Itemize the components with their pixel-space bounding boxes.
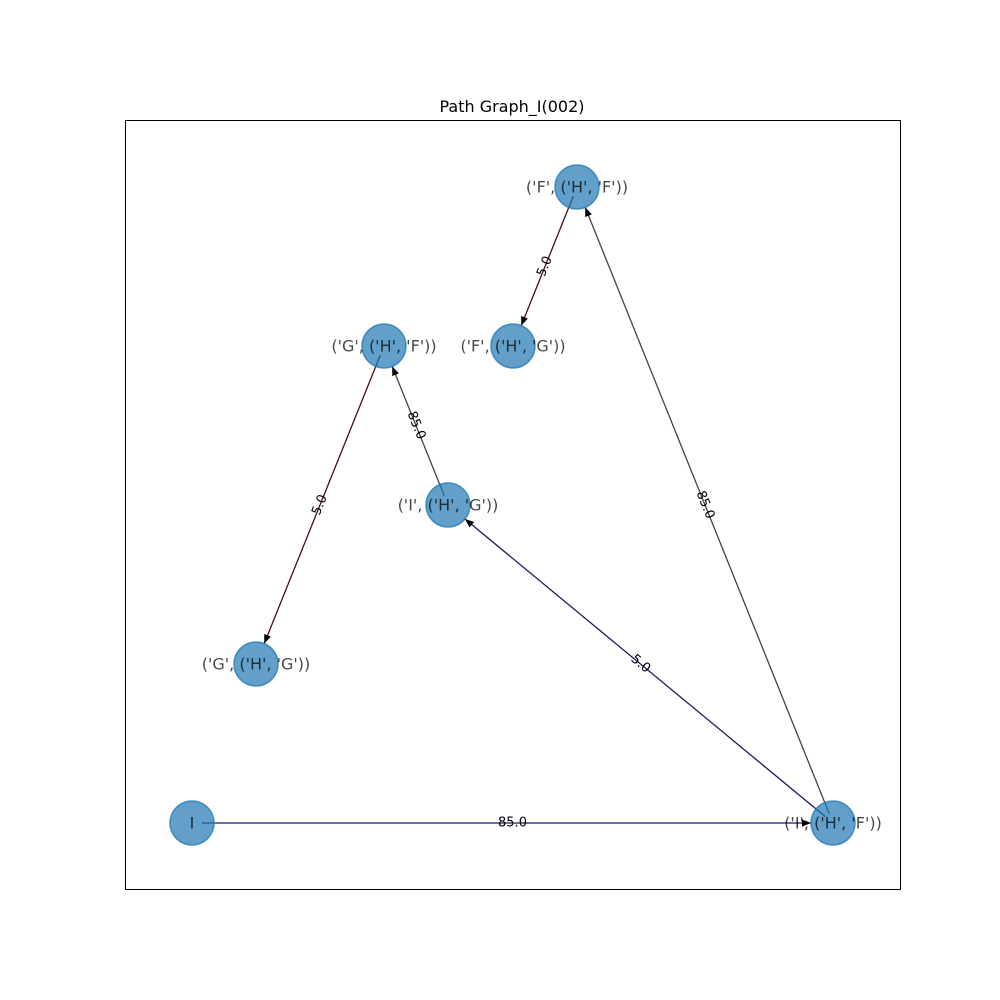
edge-I_HF-to-F_HF xyxy=(584,207,830,814)
node-F_HG[interactable] xyxy=(490,323,536,369)
node-G_HG[interactable] xyxy=(233,641,279,687)
edge-label: 85.0 xyxy=(498,816,527,831)
node-label: ('F', ('H', 'G')) xyxy=(460,337,565,356)
nodes-layer: I ('I', ('H', 'F')) ('I', ('H', 'G')) ('F',… xyxy=(169,164,882,846)
edge-label: 5.0 xyxy=(534,254,556,279)
graph-title: Path Graph_I(002) xyxy=(439,97,584,117)
edges-layer xyxy=(202,196,830,827)
node-I_HG[interactable] xyxy=(425,482,471,528)
node-I[interactable] xyxy=(169,800,215,846)
node-label: ('I', ('H', 'G')) xyxy=(398,496,499,515)
edge-label: 5.0 xyxy=(628,652,654,677)
node-label: I xyxy=(190,814,195,833)
edge-I_HF-to-I_HG xyxy=(464,518,826,818)
node-label: ('F', ('H', 'F')) xyxy=(526,178,628,197)
node-F_HF[interactable] xyxy=(554,164,600,210)
node-G_HF[interactable] xyxy=(361,323,407,369)
edge-G_HF-to-G_HG xyxy=(263,355,381,644)
edge-label: 5.0 xyxy=(309,493,331,518)
node-label: ('G', ('H', 'F')) xyxy=(331,337,436,356)
node-I_HF[interactable] xyxy=(810,800,856,846)
edge-label: 85.0 xyxy=(693,489,718,521)
node-label: ('I', ('H', 'F')) xyxy=(784,814,882,833)
edge-F_HF-to-F_HG xyxy=(520,196,574,326)
edge-I_HG-to-G_HF xyxy=(391,366,445,496)
node-label: ('G', ('H', 'G')) xyxy=(202,655,311,674)
edge-label: 85.0 xyxy=(404,409,429,441)
plot-frame xyxy=(125,120,901,890)
